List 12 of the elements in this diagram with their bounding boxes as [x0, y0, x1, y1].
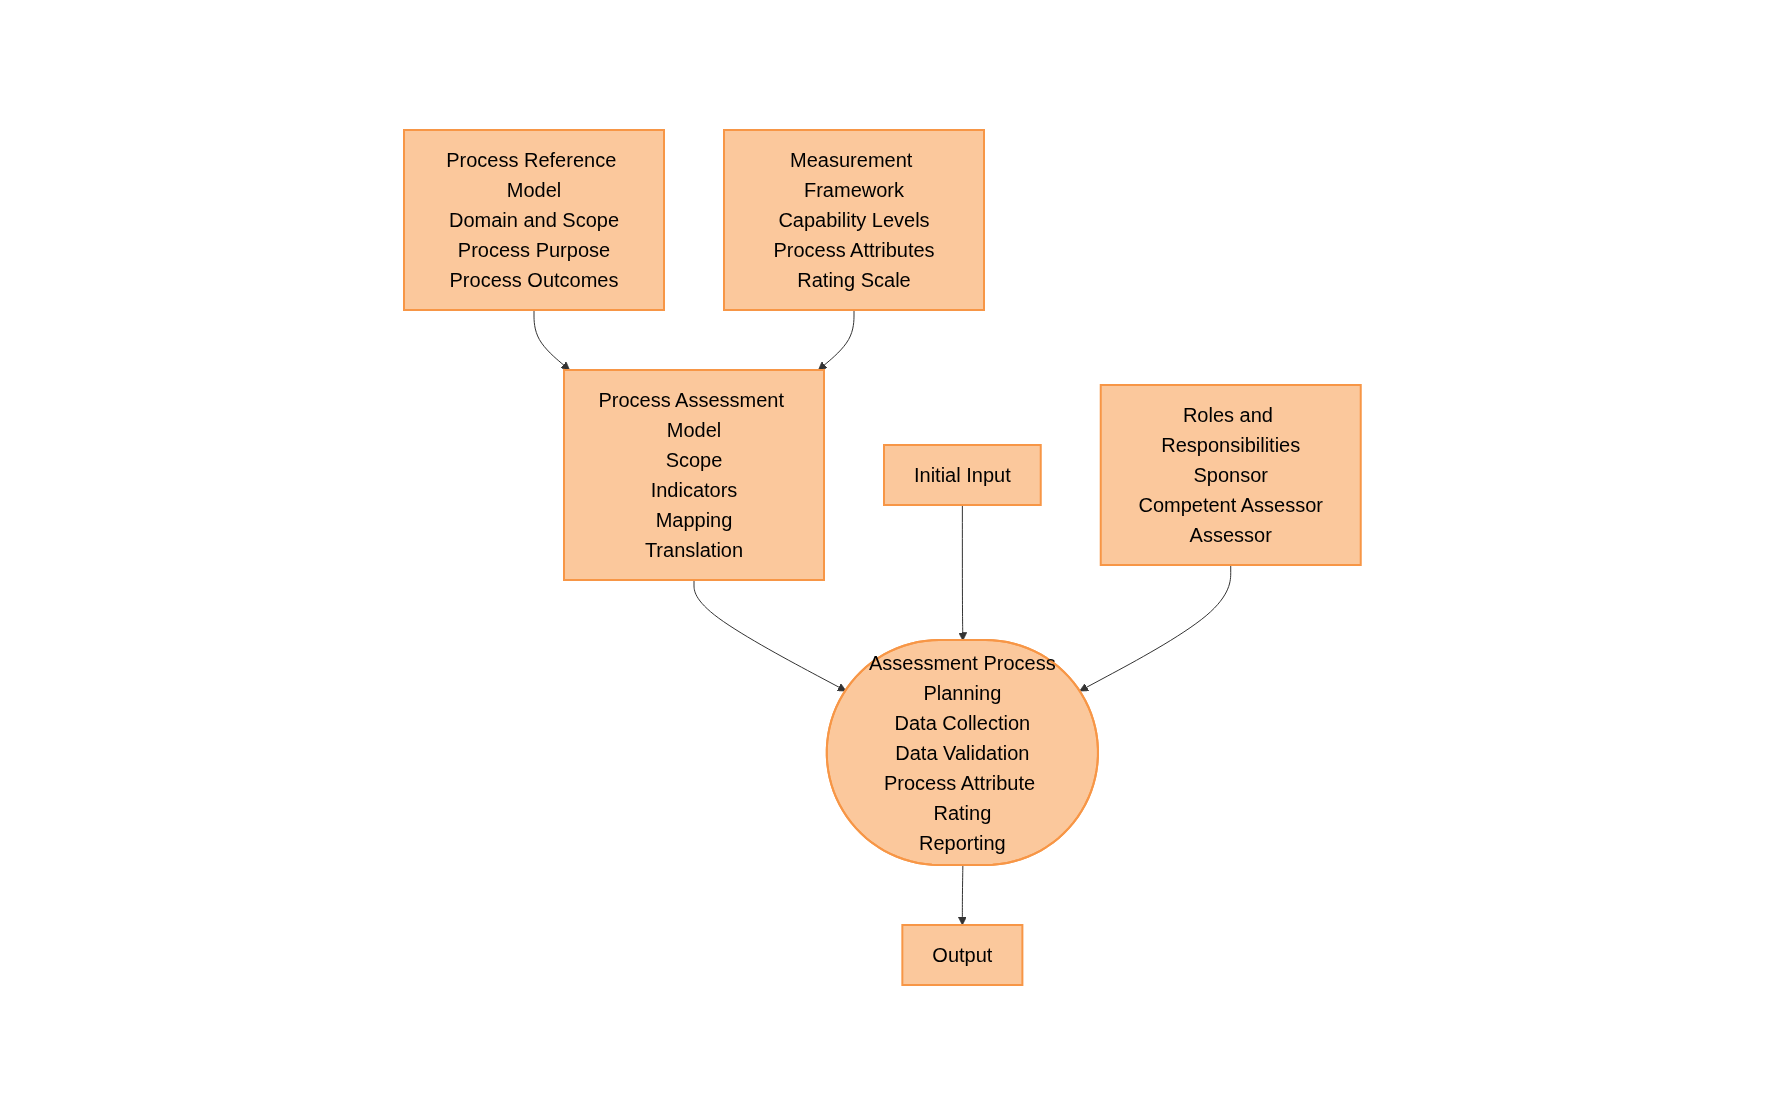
node-box: Measurement Framework Capability Levels Process Attributes Rating Scale: [723, 128, 986, 311]
arrow: [693, 579, 847, 691]
arrow: [818, 309, 855, 370]
node-box: Output: [901, 923, 1024, 986]
node-box: Process Reference Model Domain and Scope Process Purpose Process Outcomes: [403, 128, 666, 311]
arrow: [1079, 564, 1232, 691]
arrow: [533, 309, 571, 370]
node-box: Roles and Responsibilities Sponsor Competent Assessor Assessor: [1099, 383, 1362, 566]
node-box: Initial Input: [883, 443, 1042, 506]
arrow: [958, 864, 967, 925]
node-box: Process Assessment Model Scope Indicators Mapping Translation: [563, 368, 826, 581]
arrow: [958, 504, 968, 641]
